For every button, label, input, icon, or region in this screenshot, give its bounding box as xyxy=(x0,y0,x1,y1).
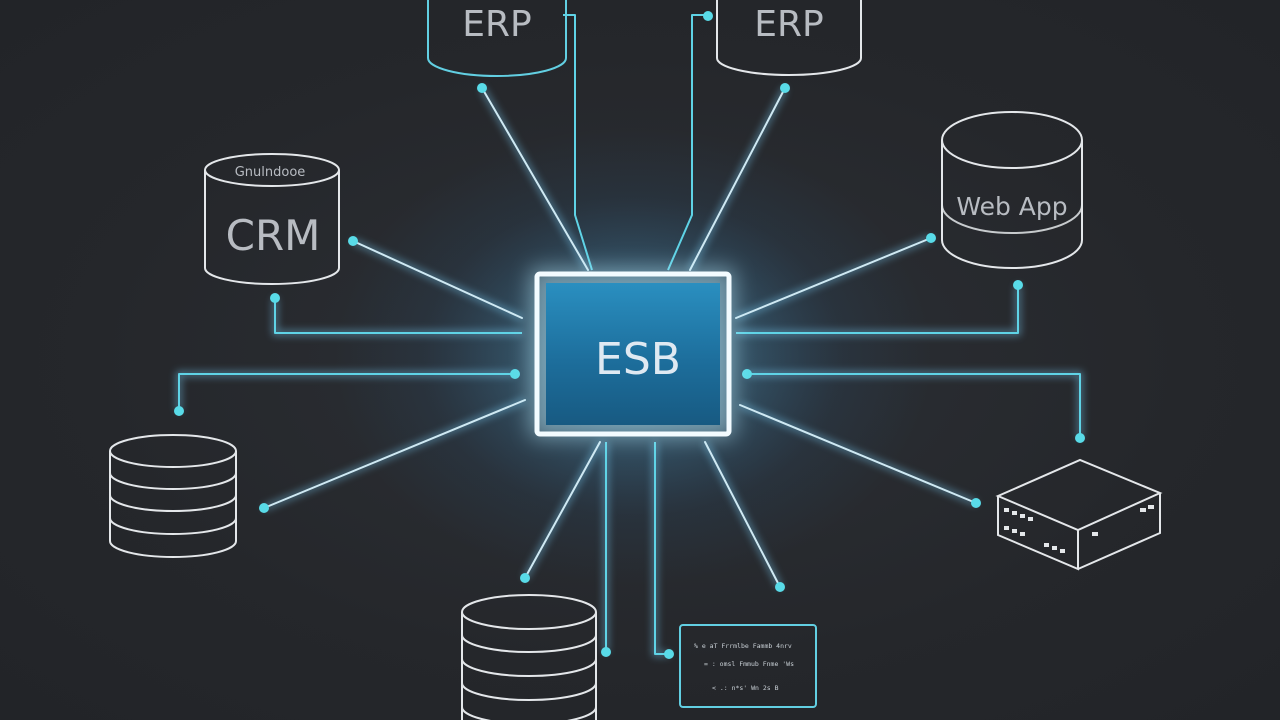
web-app-band xyxy=(941,204,1083,234)
connector-dot xyxy=(775,582,785,592)
crm-sublabel: Gnulndooe xyxy=(235,165,306,180)
link-left-db xyxy=(178,373,515,411)
link-crm xyxy=(352,240,523,319)
link-left-db-2 xyxy=(263,399,526,509)
connector-dot xyxy=(477,83,487,93)
esb-frame xyxy=(534,271,732,437)
connections xyxy=(176,14,1083,657)
link-erp-right xyxy=(689,87,786,271)
web-app-cylinder-top xyxy=(941,111,1083,169)
connector-dot xyxy=(742,369,752,379)
connector-dot xyxy=(510,369,520,379)
link-crm-bus xyxy=(274,298,522,334)
connector-dot xyxy=(520,573,530,583)
connector-dot xyxy=(926,233,936,243)
connector-dot xyxy=(664,649,674,659)
erp-right-cylinder xyxy=(716,0,862,76)
left-database-icon xyxy=(109,434,237,558)
crm-label: CRM xyxy=(226,211,321,260)
erp-left-label: ERP xyxy=(462,4,531,45)
terminal-panel: % e aT Frrmlbe Fammb 4nrv = : omsl Fmmub… xyxy=(679,624,817,708)
terminal-line-1: % e aT Frrmlbe Fammb 4nrv xyxy=(694,642,792,650)
link-bottom-db xyxy=(524,441,601,579)
terminal-frame xyxy=(679,624,817,708)
connector-dot xyxy=(348,236,358,246)
server-icon xyxy=(995,458,1163,571)
link-bottom-right xyxy=(704,441,781,588)
connector-dot xyxy=(1075,433,1085,443)
link-server-2 xyxy=(739,404,977,504)
connector-dot xyxy=(1013,280,1023,290)
web-app-label: Web App xyxy=(956,192,1067,221)
esb-core xyxy=(546,283,720,425)
crm-node: Gnulndooe CRM xyxy=(204,153,340,285)
connector-dot xyxy=(259,503,269,513)
erp-right-node: ERP xyxy=(716,0,862,76)
erp-left-link xyxy=(563,14,593,271)
connector-dot xyxy=(174,406,184,416)
erp-right-link xyxy=(667,14,708,271)
web-app-cylinder-body xyxy=(941,140,1083,269)
connector-dot xyxy=(703,11,713,21)
crm-cylinder-top xyxy=(204,153,340,187)
crm-cylinder-body xyxy=(204,170,340,285)
connector-dot xyxy=(270,293,280,303)
connector-dots xyxy=(174,11,1085,659)
bottom-database-icon xyxy=(461,594,597,720)
esb-hub: ESB xyxy=(530,268,735,438)
erp-right-label: ERP xyxy=(754,4,823,45)
connector-dot xyxy=(780,83,790,93)
connector-dot xyxy=(971,498,981,508)
web-app-node: Web App xyxy=(941,111,1083,269)
erp-left-node: ERP xyxy=(427,0,567,77)
link-web-app-bus xyxy=(736,285,1019,334)
connector-dot xyxy=(601,647,611,657)
terminal-line-2: = : omsl Fmmub Fnme 'Ws xyxy=(704,660,794,668)
esb-label: ESB xyxy=(595,334,681,385)
terminal-line-3: < .: n*s' Wn 2s B xyxy=(712,684,779,692)
erp-left-cylinder xyxy=(427,0,567,77)
link-erp-left xyxy=(481,87,589,271)
link-web-app xyxy=(735,237,932,319)
link-server xyxy=(747,373,1081,438)
